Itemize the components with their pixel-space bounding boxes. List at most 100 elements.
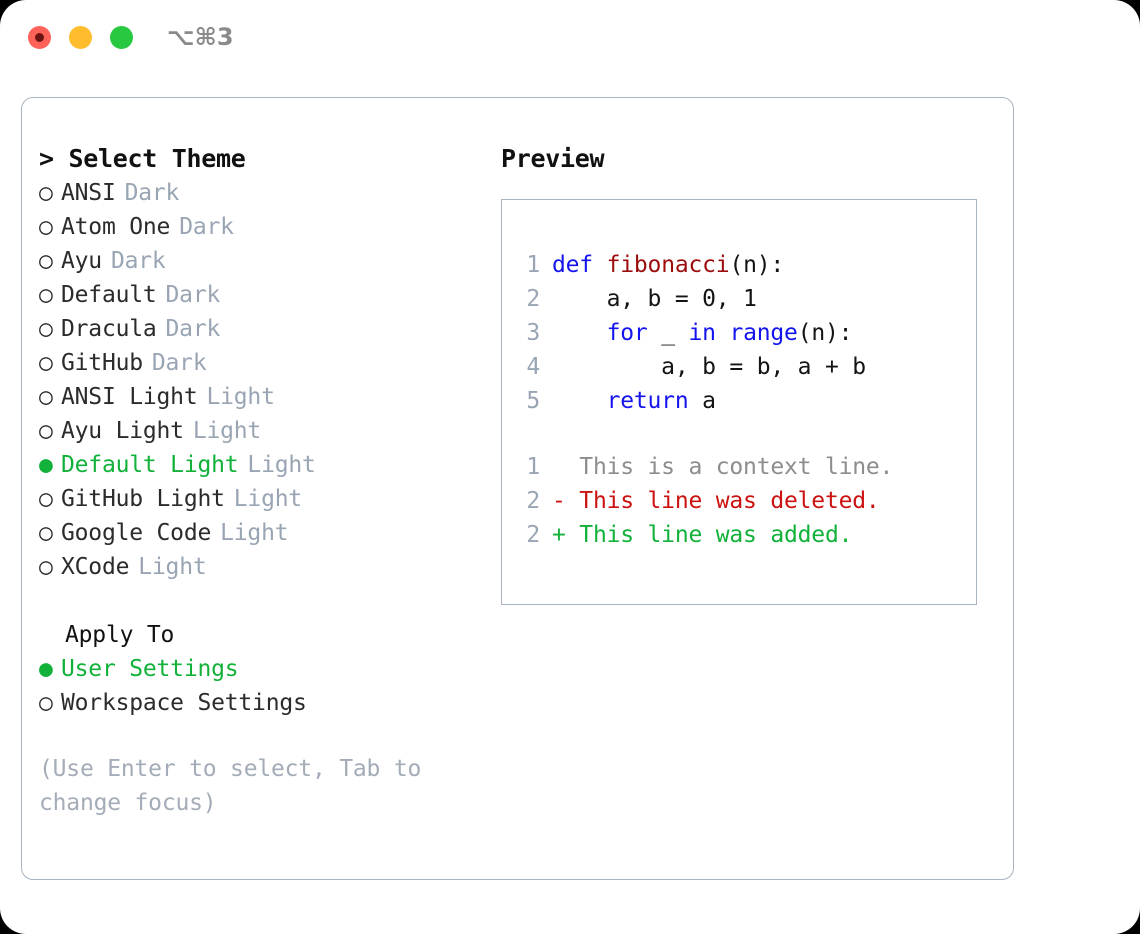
theme-name-label: Google Code <box>61 520 212 546</box>
keyboard-shortcut-label: ⌥⌘3 <box>167 23 234 51</box>
preview-heading: Preview <box>501 144 605 173</box>
theme-list-item[interactable]: ○ Ayu Light Light <box>39 414 479 448</box>
preview-diff-sample: 1 This is a context line.2- This line wa… <box>516 450 893 552</box>
title-bar: ⌥⌘3 <box>0 0 1140 76</box>
code-line-text: a, b = b, a + b <box>552 350 866 384</box>
theme-name-label: Default Light <box>61 452 239 478</box>
theme-mode-badge: Dark <box>179 214 234 240</box>
close-button[interactable] <box>28 26 51 49</box>
theme-list-item[interactable]: ○ Dracula Dark <box>39 312 479 346</box>
theme-name-label: Dracula <box>61 316 157 342</box>
code-line-text: def fibonacci(n): <box>552 248 784 282</box>
diff-line-number: 2 <box>526 522 540 548</box>
keyboard-hint-text: (Use Enter to select, Tab to change focu… <box>39 756 422 816</box>
code-token-plain <box>552 320 607 346</box>
radio-unselected-icon: ○ <box>39 214 53 240</box>
code-token-plain <box>716 320 730 346</box>
radio-unselected-icon: ○ <box>39 418 53 444</box>
diff-line-number: 1 <box>526 454 540 480</box>
radio-unselected-icon: ○ <box>39 554 53 580</box>
theme-mode-badge: Light <box>247 452 316 478</box>
radio-unselected-icon: ○ <box>39 316 53 342</box>
theme-name-label: XCode <box>61 554 130 580</box>
theme-list-item[interactable]: ○ ANSI Dark <box>39 176 479 210</box>
code-line: 5 return a <box>516 384 866 418</box>
theme-name-label: ANSI Light <box>61 384 198 410</box>
code-line-number: 5 <box>526 388 540 414</box>
radio-unselected-icon: ○ <box>39 180 53 206</box>
code-token-plain: a, b = 0, 1 <box>552 286 757 312</box>
code-token-fn: fibonacci <box>606 252 730 278</box>
diff-line: 2 + This line was added. <box>516 518 893 552</box>
apply-to-list[interactable]: ●User Settings ○ Workspace Settings <box>39 652 479 720</box>
radio-selected-icon: ● <box>39 452 53 478</box>
diff-line-text-added: + This line was added. <box>552 522 853 548</box>
apply-to-item[interactable]: ○ Workspace Settings <box>39 686 479 720</box>
theme-mode-badge: Dark <box>110 248 166 274</box>
radio-selected-icon: ● <box>39 656 53 682</box>
theme-mode-badge: Dark <box>124 180 180 206</box>
theme-name-label: Atom One <box>61 214 171 240</box>
theme-mode-badge: Dark <box>151 350 207 376</box>
theme-list-item[interactable]: ○ Atom One Dark <box>39 210 479 244</box>
code-token-plain <box>552 388 607 414</box>
code-line-text: for _ in range(n): <box>552 316 853 350</box>
code-token-plain: _ <box>647 320 689 346</box>
code-line: 2 a, b = 0, 1 <box>516 282 866 316</box>
theme-list-item[interactable]: ○ Ayu Dark <box>39 244 479 278</box>
theme-name-label: Ayu Light <box>61 418 184 444</box>
code-token-kw: in <box>688 320 716 346</box>
theme-name-label: GitHub <box>61 350 143 376</box>
maximize-button[interactable] <box>110 26 133 49</box>
traffic-lights <box>28 26 133 49</box>
code-line-text: a, b = 0, 1 <box>552 282 757 316</box>
code-token-plain <box>593 252 607 278</box>
diff-line-number: 2 <box>526 488 540 514</box>
hint-spacer <box>39 720 479 752</box>
radio-unselected-icon: ○ <box>39 282 53 308</box>
theme-mode-badge: Dark <box>165 282 221 308</box>
apply-to-label: Workspace Settings <box>61 690 307 716</box>
theme-mode-badge: Light <box>192 418 262 444</box>
apply-to-heading: Apply To <box>65 622 175 648</box>
theme-name-label: ANSI <box>61 180 116 206</box>
code-line: 3 for _ in range(n): <box>516 316 866 350</box>
theme-mode-badge: Light <box>206 384 275 410</box>
radio-unselected-icon: ○ <box>39 384 53 410</box>
diff-line-text-deleted: - This line was deleted. <box>552 488 880 514</box>
select-theme-heading: > Select Theme <box>39 144 246 173</box>
code-token-plain: a, b = b, a + b <box>552 354 866 380</box>
theme-mode-badge: Dark <box>165 316 221 342</box>
minimize-button[interactable] <box>69 26 92 49</box>
code-token-plain: (n): <box>729 252 785 278</box>
radio-unselected-icon: ○ <box>39 690 53 716</box>
theme-list-item[interactable]: ○ XCode Light <box>39 550 479 584</box>
theme-list-item[interactable]: ○ GitHub Light Light <box>39 482 479 516</box>
theme-mode-badge: Light <box>138 554 207 580</box>
radio-unselected-icon: ○ <box>39 248 53 274</box>
radio-unselected-icon: ○ <box>39 520 53 546</box>
apply-to-item[interactable]: ●User Settings <box>39 652 479 686</box>
code-line: 4 a, b = b, a + b <box>516 350 866 384</box>
theme-name-label: Ayu <box>61 248 102 274</box>
theme-list-item[interactable]: ● Default Light Light <box>39 448 479 482</box>
code-token-kw: def <box>552 252 593 278</box>
code-line-text: return a <box>552 384 716 418</box>
diff-line: 2 - This line was deleted. <box>516 484 893 518</box>
theme-list-item[interactable]: ○ ANSI Light Light <box>39 380 479 414</box>
code-line-number: 3 <box>526 320 540 346</box>
theme-name-label: GitHub Light <box>61 486 225 512</box>
radio-unselected-icon: ○ <box>39 486 53 512</box>
code-token-kw: for <box>606 320 648 346</box>
list-spacer <box>39 584 479 618</box>
theme-mode-badge: Light <box>233 486 303 512</box>
